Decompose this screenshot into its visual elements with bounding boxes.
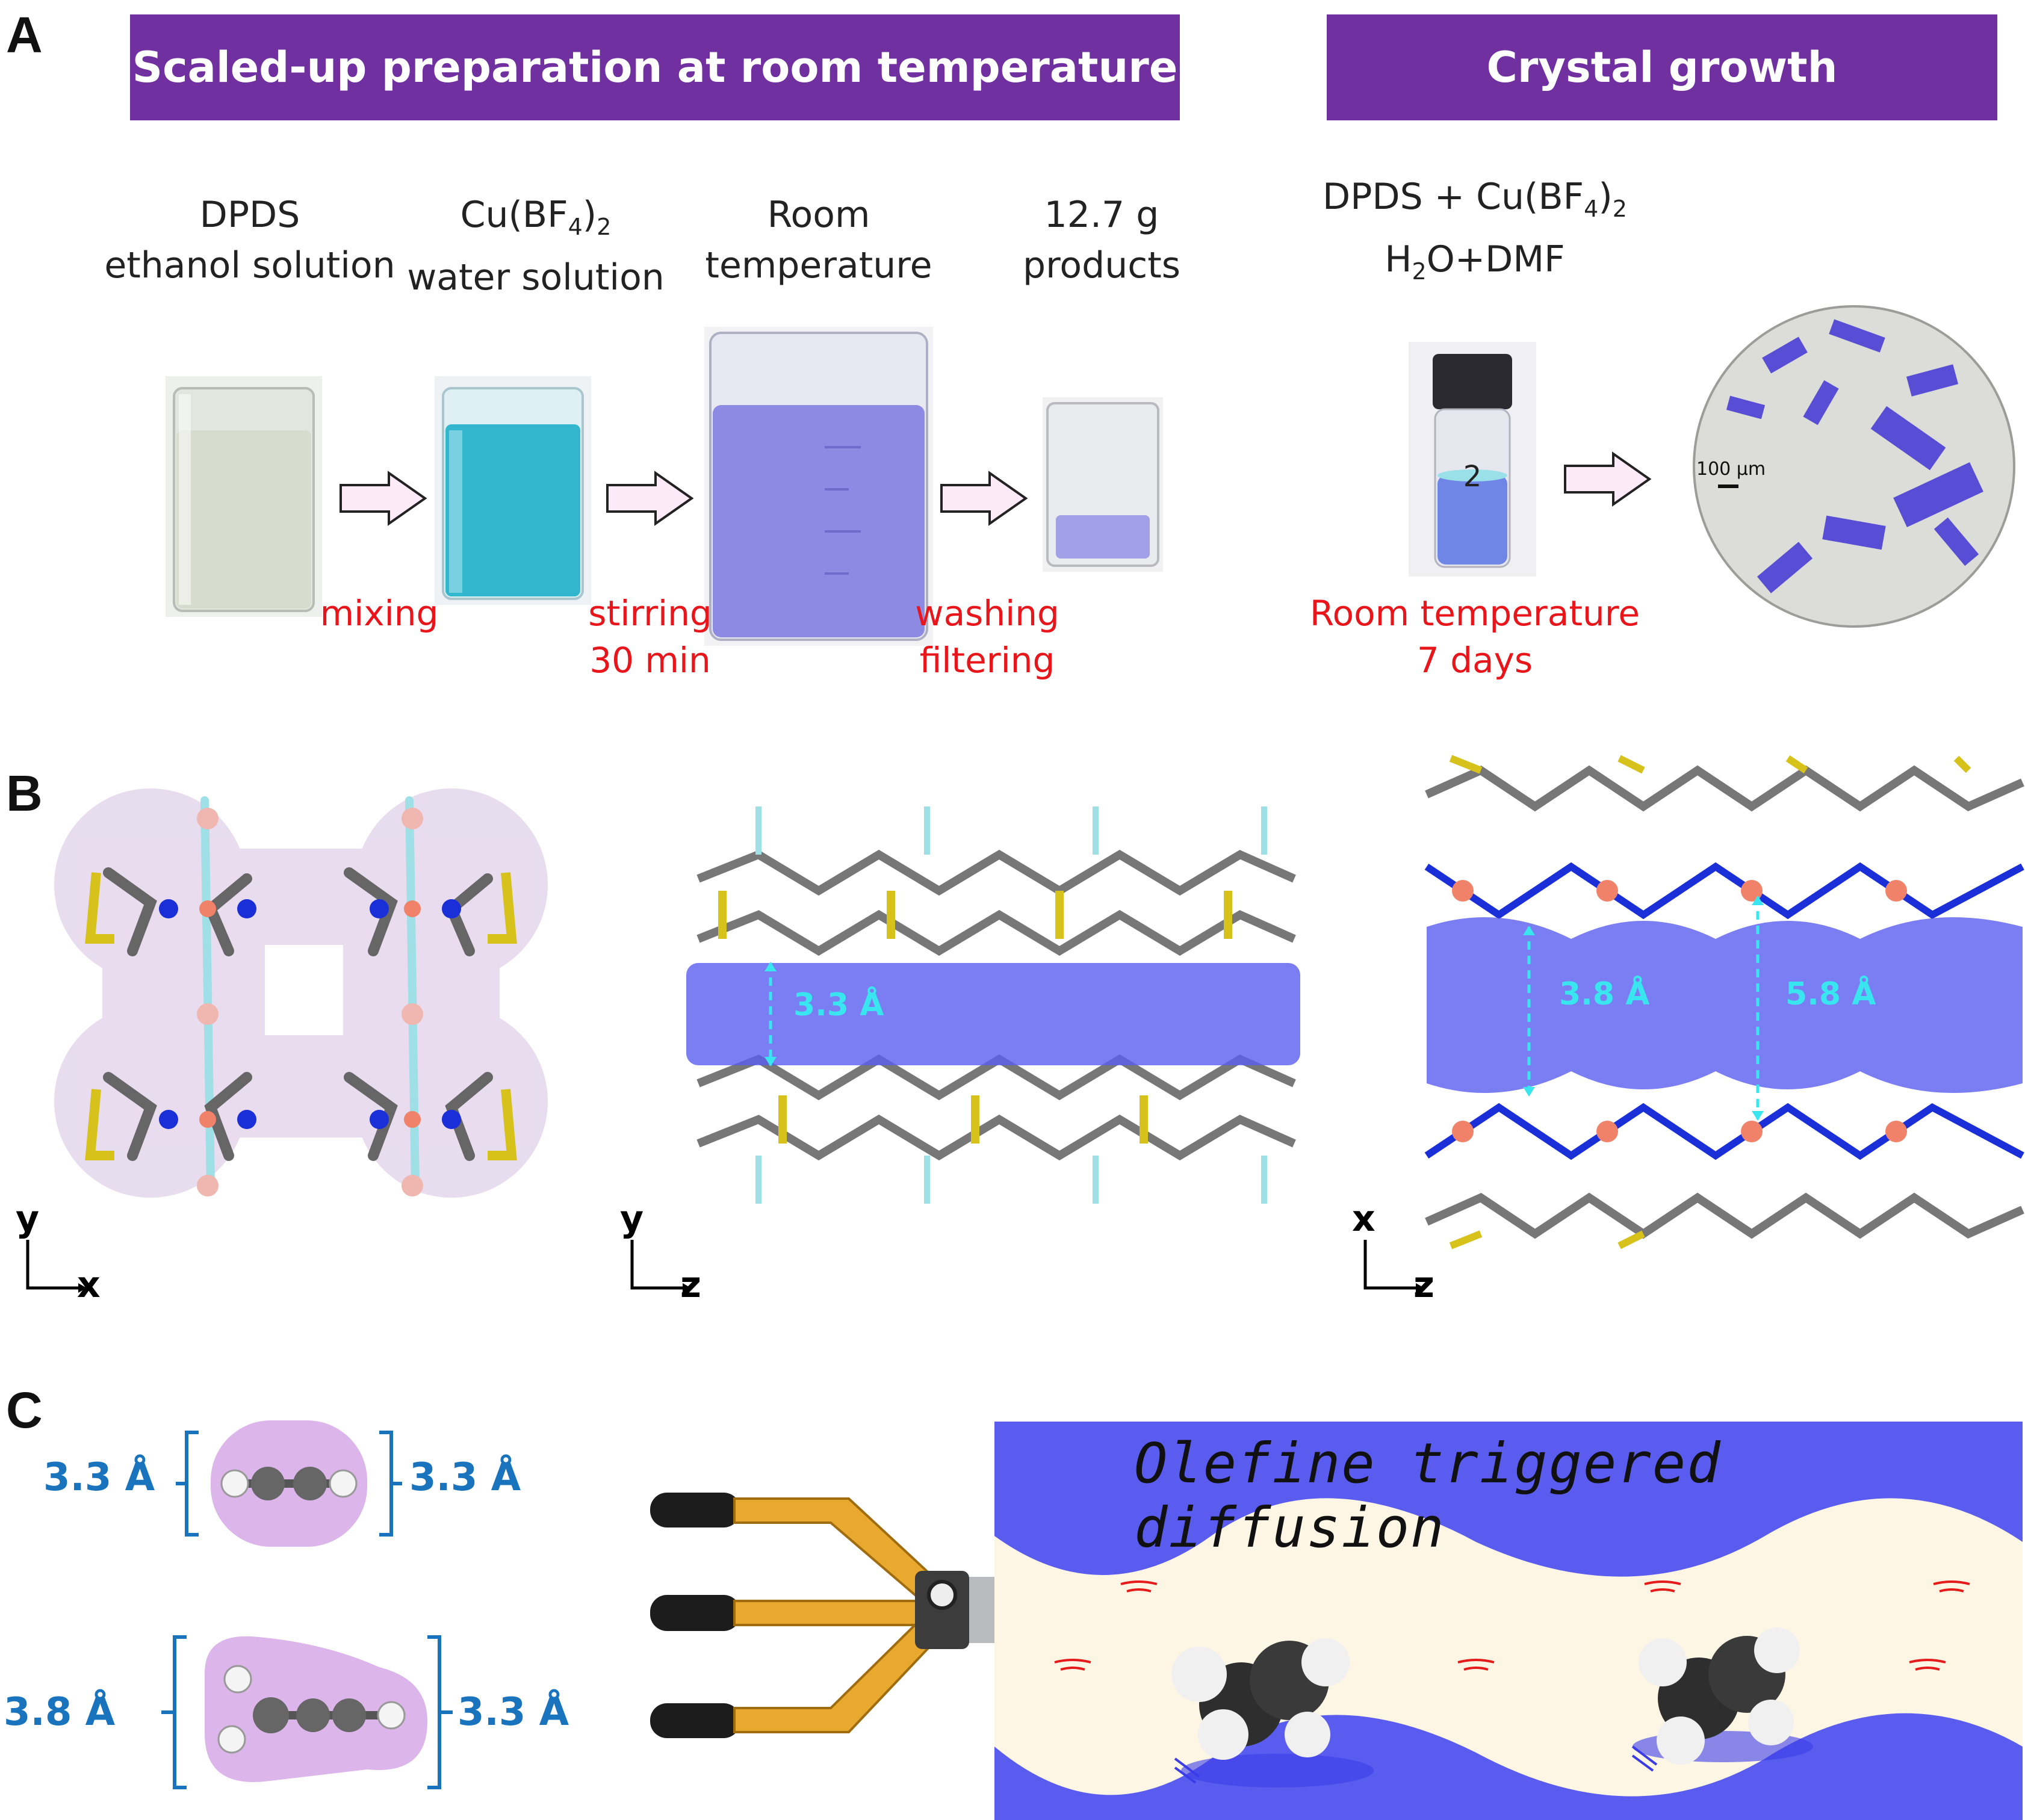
propylene-molecule-2 (1639, 1627, 1800, 1765)
axis-arrows-icon (26, 1240, 87, 1293)
dim-acetylene-right: 3.3 Å (409, 1455, 521, 1500)
beaker-cu-image (435, 376, 591, 605)
panel-label-c: C (6, 1382, 43, 1438)
banner-crystal-growth: Crystal growth (1327, 14, 1997, 120)
dim-propyne-left: 3.8 Å (4, 1690, 116, 1735)
label-crystal-reagents: DPDS + Cu(BF4)2 H2O+DMF (1323, 176, 1627, 285)
arrow-icon (1564, 451, 1652, 507)
dim-acetylene-left: 3.3 Å (43, 1455, 155, 1500)
axis-arrows-icon (630, 1240, 691, 1293)
olefine-diffusion-channel (994, 1422, 2023, 1820)
mof-cluster-view (54, 788, 548, 1198)
axis-y-label-2: y (620, 1198, 644, 1240)
olefine-title: Olefine triggered diffusion (1134, 1431, 1722, 1560)
panel-label-a: A (6, 7, 43, 63)
mof-channel-xz-view (1424, 755, 2024, 1249)
beaker-reaction-image (704, 327, 933, 646)
mof-channel-yz-view (686, 806, 1300, 1204)
dim-label-5-8: 5.8 Å (1785, 976, 1876, 1012)
dim-label-3-3: 3.3 Å (793, 987, 884, 1023)
propyne-molecule (161, 1635, 453, 1789)
beaker-products-image (1043, 397, 1163, 572)
label-mixing: mixing (320, 593, 439, 634)
arrow-icon (606, 471, 694, 526)
arrow-icon (940, 471, 1028, 526)
axis-y-label-1: y (16, 1198, 40, 1240)
propylene-molecule-1 (1171, 1638, 1350, 1760)
banner-scaled-up: Scaled-up preparation at room temperatur… (130, 14, 1180, 120)
hydraulic-cutter-icon (650, 1493, 1065, 1738)
dim-propyne-right: 3.3 Å (457, 1690, 569, 1735)
dim-label-3-8: 3.8 Å (1559, 976, 1650, 1012)
crystal-micrograph (1693, 305, 2015, 628)
axis-x-label-3: x (1352, 1198, 1375, 1240)
acetylene-molecule (176, 1420, 402, 1547)
vial-label: 2 (1463, 460, 1482, 494)
beaker-dpds-image (166, 376, 322, 617)
label-cu-bf4: Cu(BF4)2 water solution (407, 194, 665, 299)
panel-label-b: B (6, 765, 43, 822)
scale-bar-label: 100 μm (1696, 459, 1766, 480)
axis-arrows-icon (1363, 1240, 1424, 1293)
arrow-icon (340, 471, 427, 526)
vial-image: 2 (1409, 342, 1536, 577)
